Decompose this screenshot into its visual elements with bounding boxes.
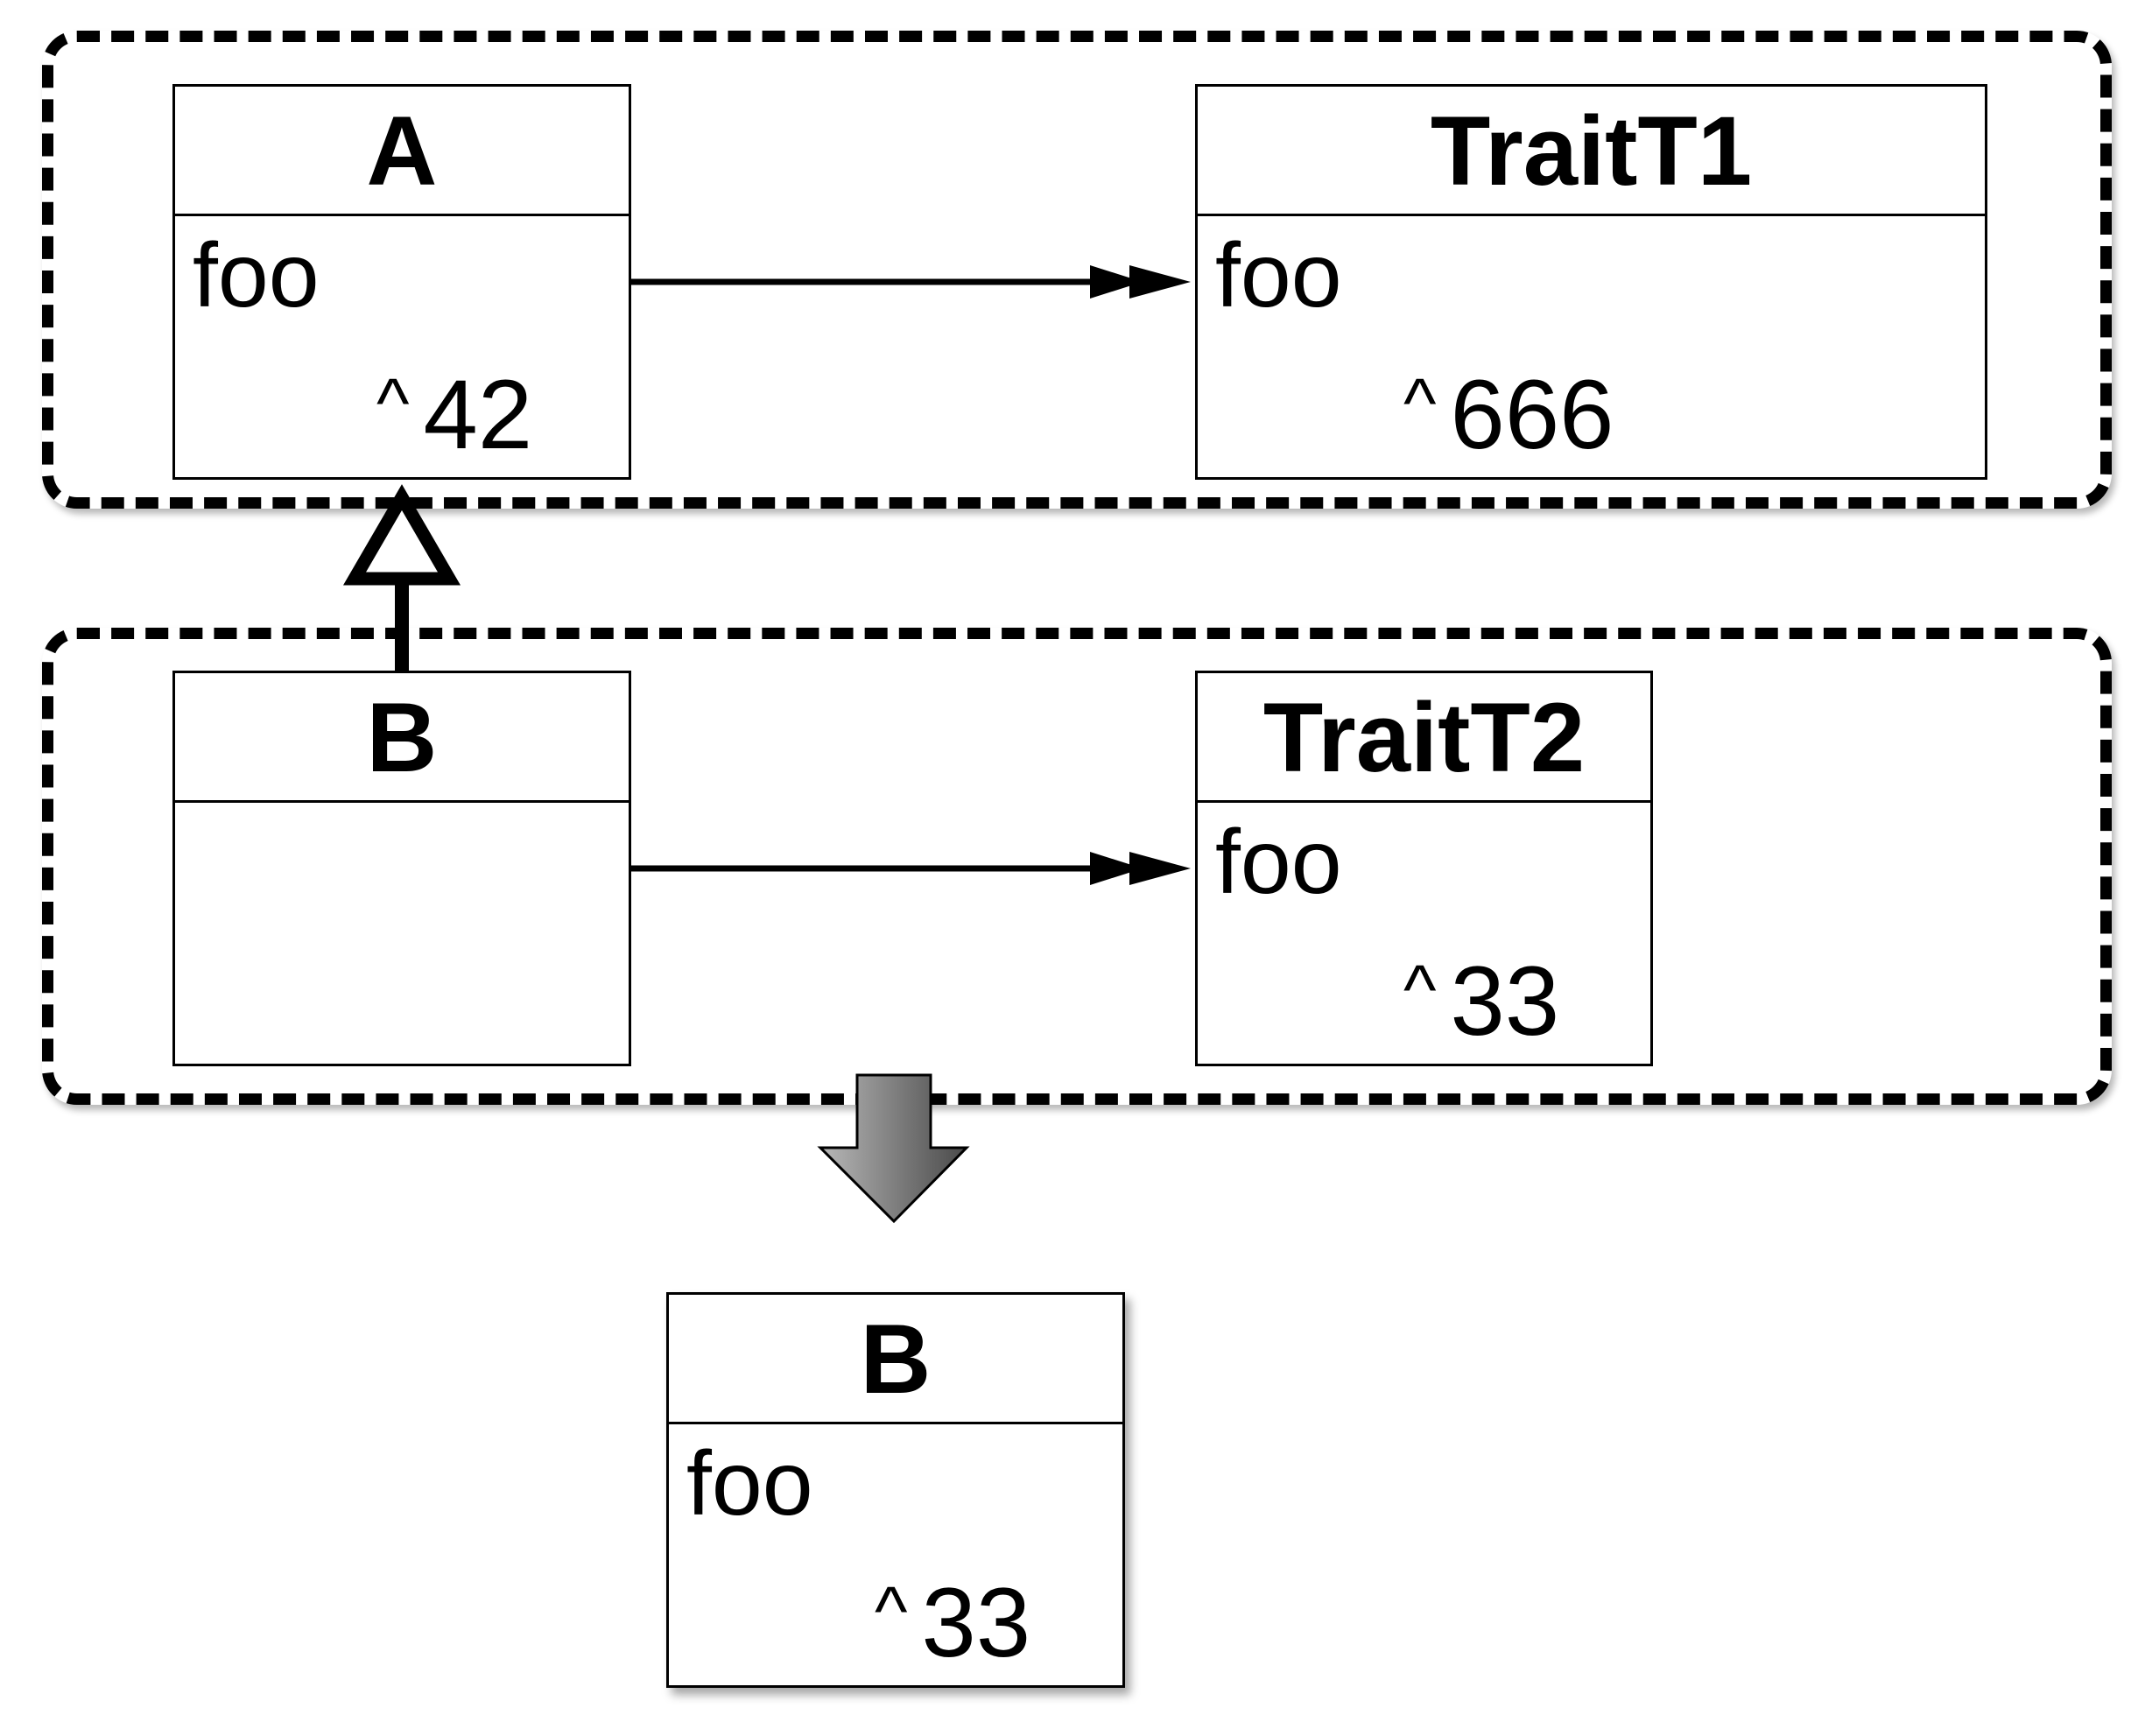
class-b-box[interactable]: B (172, 671, 631, 1066)
result-b-title: B (669, 1295, 1122, 1424)
class-a-return: ^42 (376, 349, 532, 469)
class-a-body: foo ^42 (175, 216, 629, 477)
b-inherits-a-arrow (342, 484, 461, 671)
trait-t1-return: ^666 (1403, 349, 1614, 469)
class-a-method: foo (193, 225, 320, 327)
return-caret: ^ (376, 364, 410, 442)
trait-t2-title: TraitT2 (1198, 673, 1650, 803)
trait-t2-method: foo (1215, 812, 1342, 913)
a-to-traitt1-arrow (629, 265, 1191, 299)
trait-t2-box[interactable]: TraitT2 foo ^33 (1195, 671, 1653, 1066)
return-value: 33 (921, 1568, 1031, 1677)
result-b-method: foo (686, 1433, 813, 1535)
trait-t1-title: TraitT1 (1198, 87, 1985, 216)
b-to-traitt2-arrow (631, 852, 1191, 885)
trait-t1-body: foo ^666 (1198, 216, 1985, 477)
return-caret: ^ (1403, 364, 1437, 442)
result-b-body: foo ^33 (669, 1424, 1122, 1685)
return-value: 33 (1450, 946, 1560, 1056)
flatten-down-arrow-icon (817, 1073, 970, 1224)
return-value: 666 (1450, 360, 1614, 469)
trait-t1-method: foo (1215, 225, 1342, 327)
result-class-b-box[interactable]: B foo ^33 (666, 1292, 1125, 1688)
class-b-title: B (175, 673, 629, 803)
result-b-return: ^33 (875, 1557, 1030, 1677)
trait-t1-box[interactable]: TraitT1 foo ^666 (1195, 84, 1987, 480)
return-value: 42 (423, 360, 533, 469)
trait-t2-return: ^33 (1403, 936, 1559, 1056)
trait-t2-body: foo ^33 (1198, 803, 1650, 1064)
return-caret: ^ (875, 1572, 908, 1650)
return-caret: ^ (1403, 951, 1437, 1029)
class-a-title: A (175, 87, 629, 216)
